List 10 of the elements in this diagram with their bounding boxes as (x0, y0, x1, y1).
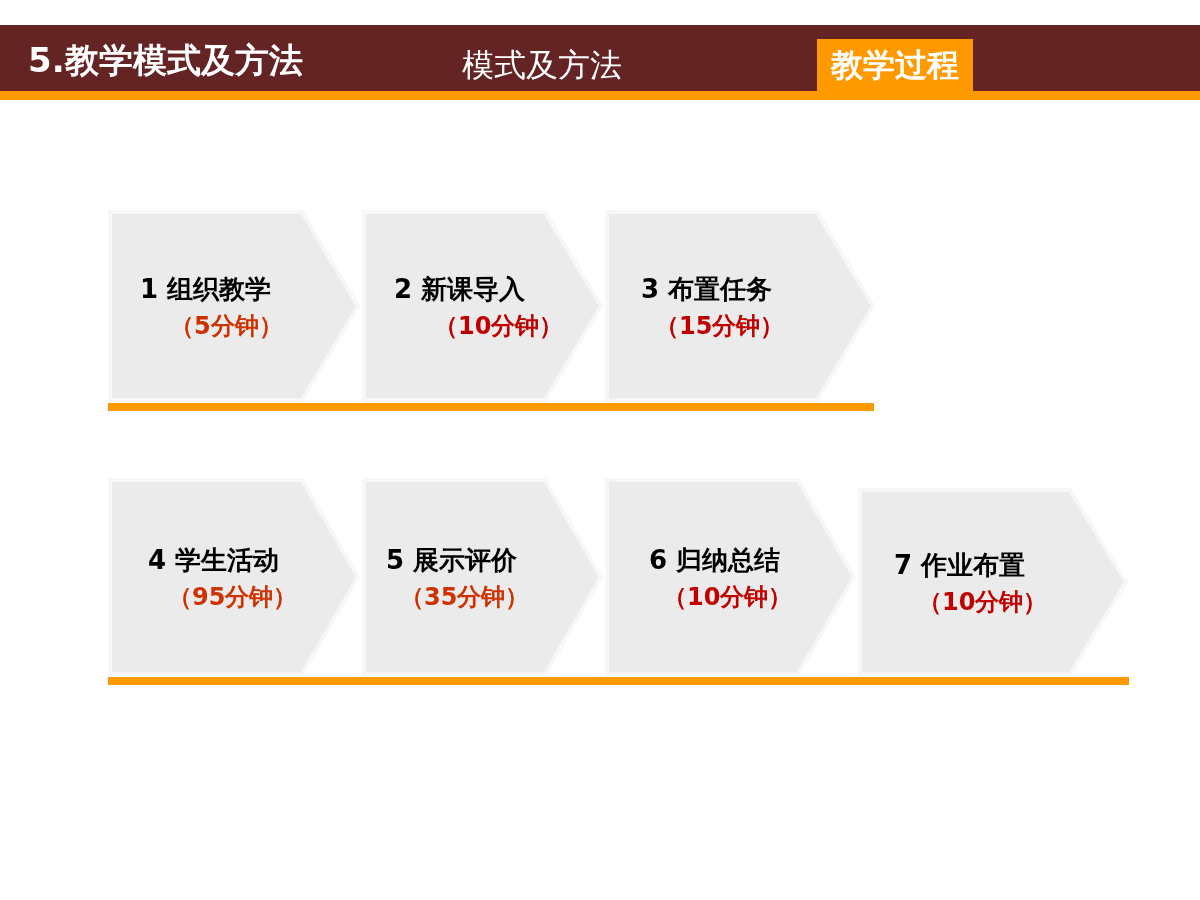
chevron-box: 6 归纳总结 （10分钟） (605, 478, 856, 676)
active-tab: 教学过程 (817, 39, 973, 91)
chevron-box: 7 作业布置 （10分钟） (858, 488, 1128, 676)
chevron-box: 4 学生活动 （95分钟） (108, 478, 360, 676)
menu-label: 模式及方法 (462, 45, 622, 86)
title: 5.教学模式及方法 (28, 39, 303, 82)
chevron-box: 1 组织教学 （5分钟） (108, 210, 360, 402)
chevron-box: 3 布置任务 （15分钟） (605, 210, 875, 402)
chevron-box: 5 展示评价 （35分钟） (362, 478, 603, 676)
chevron-box: 2 新课导入 （10分钟） (362, 210, 603, 402)
